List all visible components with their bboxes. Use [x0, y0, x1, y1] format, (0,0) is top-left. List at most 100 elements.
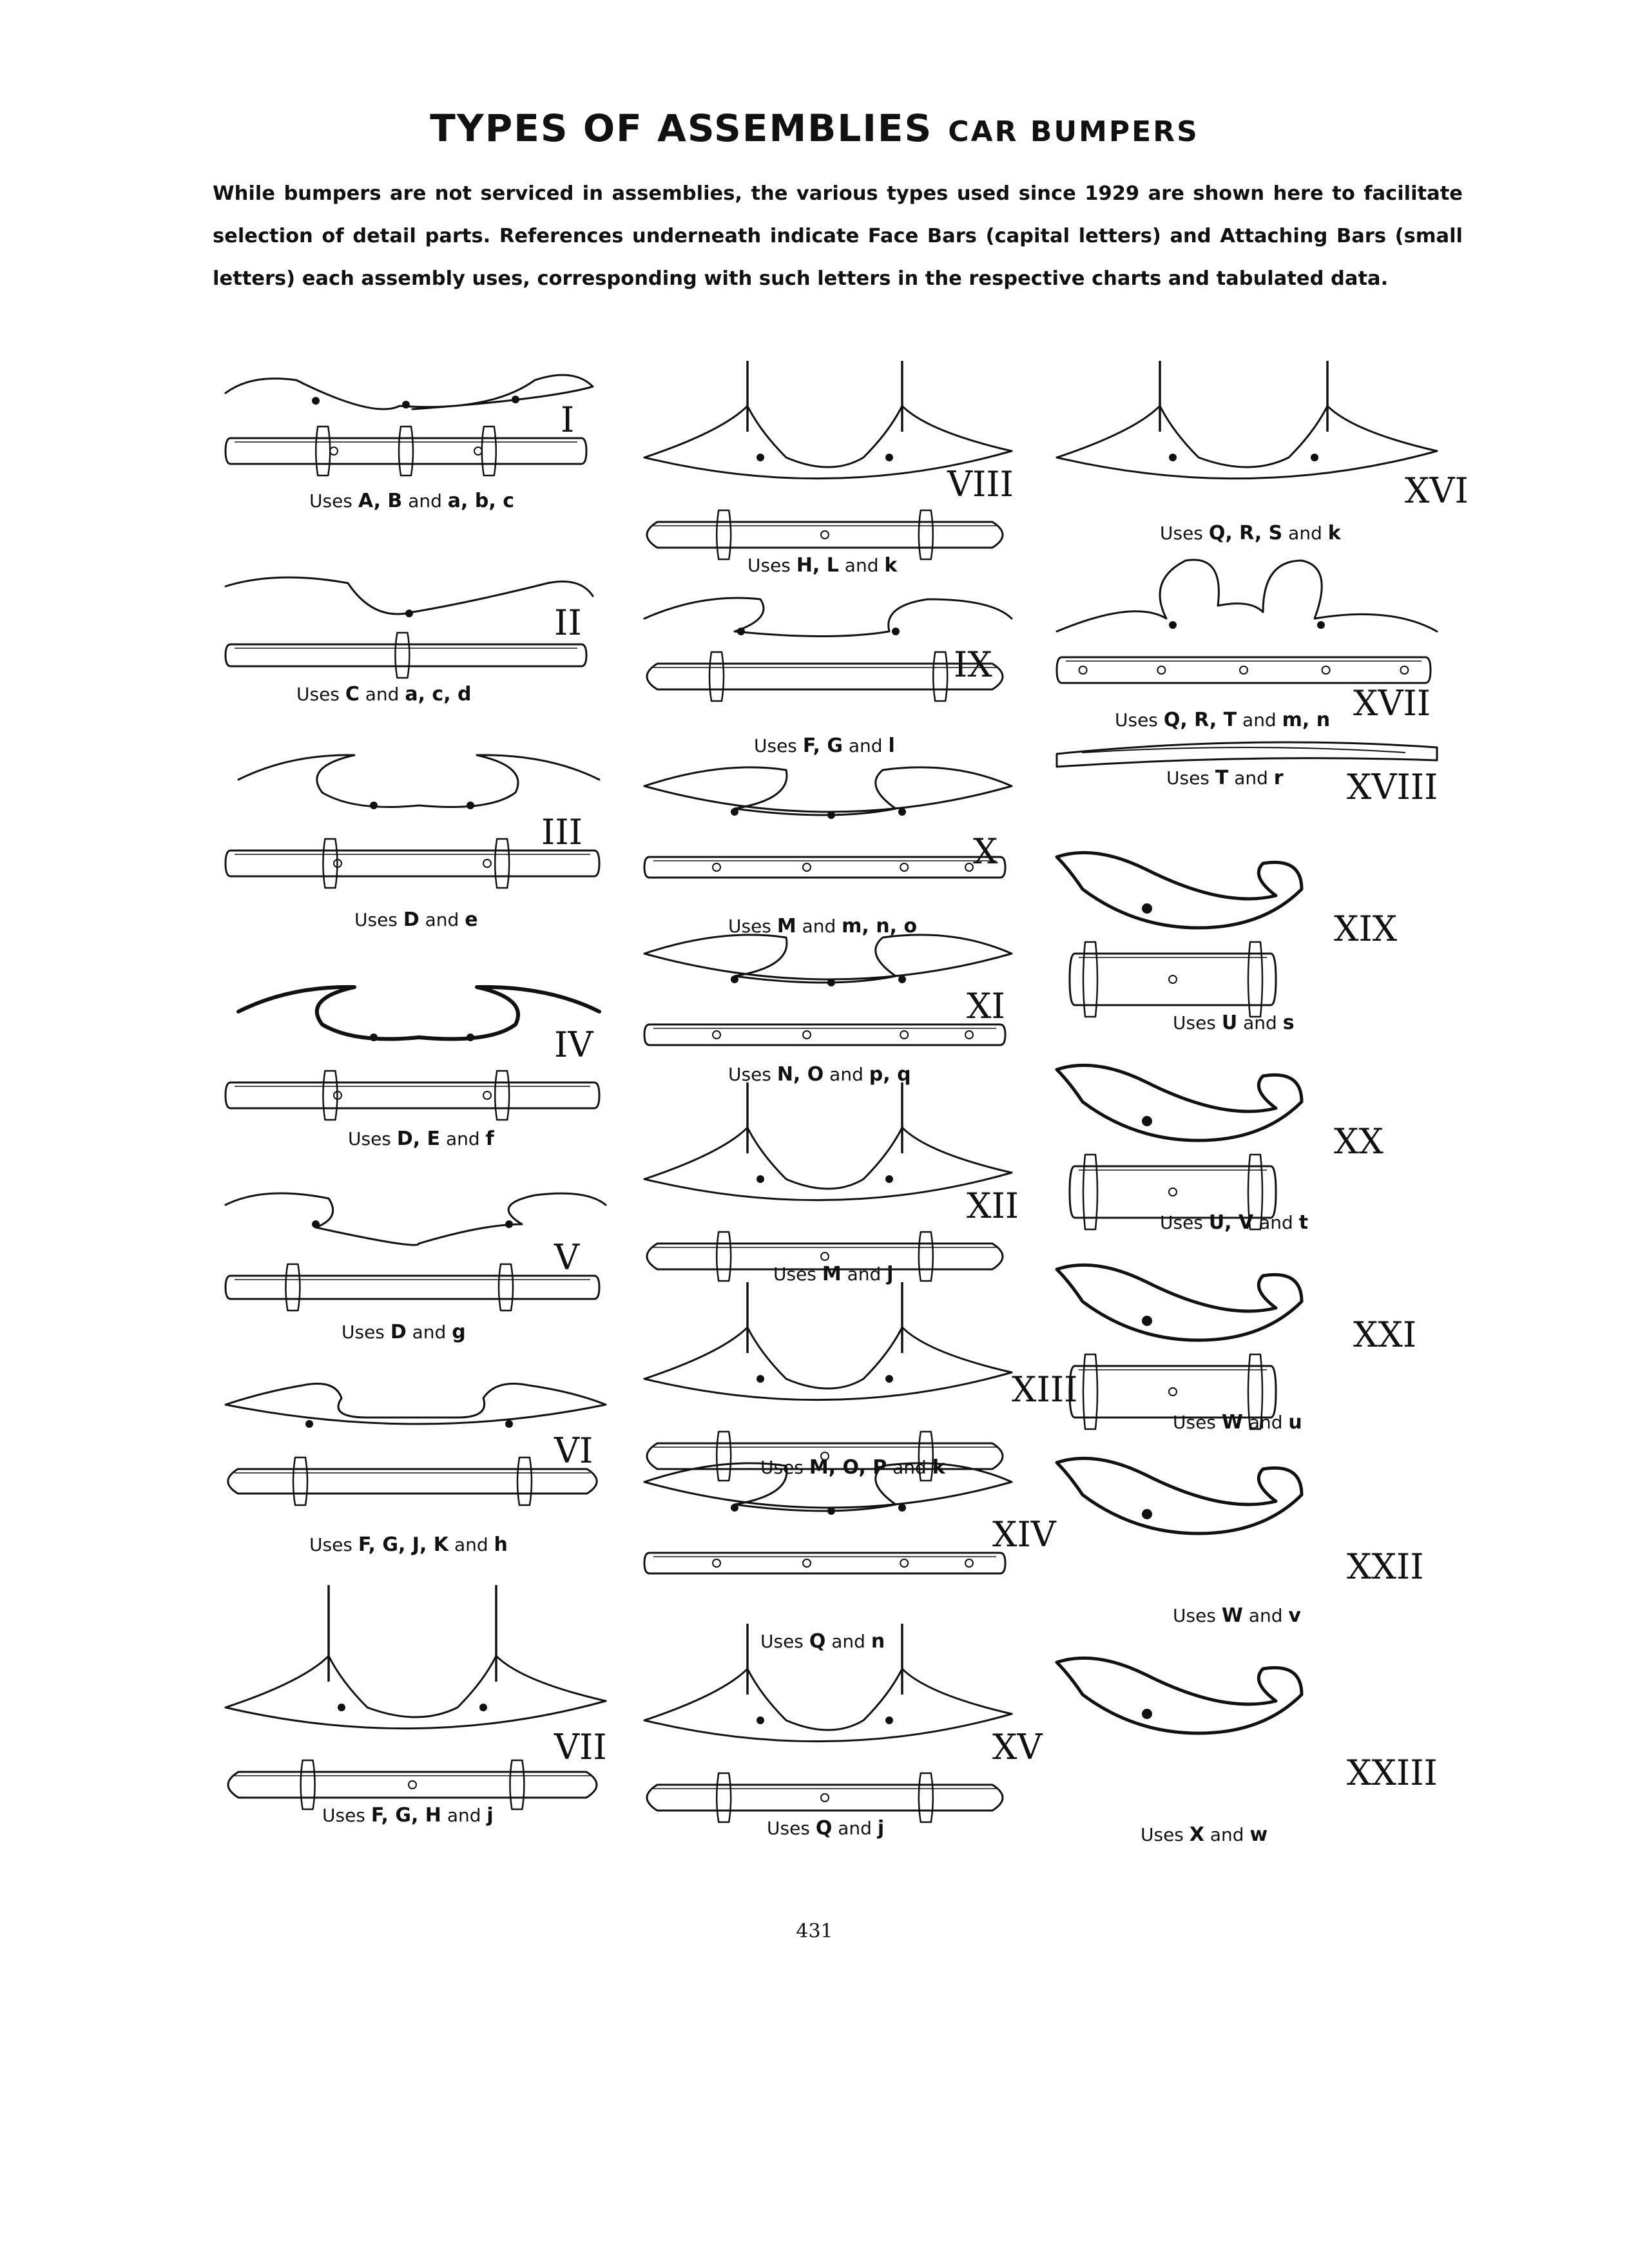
bumper-outline: [236, 985, 601, 1041]
assembly-caption: Uses Q, R, T and m, n: [1115, 709, 1330, 731]
assembly-caption: Uses H, L and k: [747, 554, 897, 577]
attaching-bar: [1068, 952, 1277, 1006]
bumper-drawing: [224, 374, 594, 477]
caption-face-bars: N, O: [776, 1063, 824, 1086]
attaching-bar: [224, 1081, 601, 1110]
assembly-caption: Uses M and m, n, o: [728, 915, 917, 937]
assembly-numeral: VI: [554, 1430, 593, 1471]
mount-point: [885, 1716, 893, 1724]
bumper-outline: [643, 1371, 1013, 1401]
bumper-outline: [1082, 747, 1405, 753]
caption-prefix: Uses: [296, 684, 340, 705]
caption-prefix: Uses: [767, 1818, 810, 1839]
mount-point: [1317, 621, 1325, 629]
bumper-outline: [1055, 1456, 1304, 1535]
caption-prefix: Uses: [1173, 1605, 1216, 1626]
caption-and: and: [847, 1264, 882, 1285]
bar-clamp: [715, 1430, 732, 1482]
assembly-numeral: XX: [1334, 1121, 1383, 1162]
caption-attaching-bars: n: [871, 1630, 885, 1653]
caption-prefix: Uses: [309, 1534, 352, 1555]
caption-and: and: [1234, 767, 1268, 789]
caption-and: and: [408, 490, 442, 512]
bumper-outline: [643, 450, 1013, 480]
attaching-bar: [1055, 656, 1432, 684]
bar-clamp: [1082, 941, 1099, 1018]
bumper-outline: [1055, 559, 1438, 633]
mount-point: [405, 610, 413, 617]
bumper-drawing: [224, 1383, 607, 1506]
bumper-outline: [643, 766, 1013, 816]
assembly-numeral: V: [554, 1237, 579, 1278]
bumper-drawing: [1055, 850, 1304, 1018]
attaching-bar: [224, 643, 588, 668]
caption-prefix: Uses: [1173, 1012, 1216, 1033]
mount-point: [305, 1420, 313, 1428]
caption-and: and: [831, 1631, 865, 1652]
caption-face-bars: M: [776, 915, 796, 937]
bolt-hole: [1168, 1387, 1177, 1396]
caption-prefix: Uses: [354, 909, 398, 930]
bar-clamp: [497, 1263, 514, 1312]
bumper-outline: [643, 934, 1013, 984]
mount-point: [512, 396, 519, 403]
caption-and: and: [848, 735, 883, 756]
caption-and: and: [447, 1805, 481, 1826]
caption-attaching-bars: k: [884, 554, 898, 577]
bolt-hole: [1157, 666, 1166, 675]
assembly-caption: Uses M and j: [773, 1263, 893, 1285]
assembly-caption: Uses F, G and l: [754, 735, 895, 757]
caption-face-bars: D, E: [396, 1128, 441, 1150]
bumper-drawing: [643, 1462, 1013, 1575]
mount-point: [737, 628, 745, 635]
assembly-caption: Uses X and w: [1141, 1823, 1268, 1846]
bolt-hole: [965, 1030, 974, 1039]
caption-prefix: Uses: [760, 1457, 804, 1478]
bolt-hole: [965, 863, 974, 872]
caption-attaching-bars: r: [1273, 767, 1284, 789]
assembly-numeral: XI: [967, 986, 1005, 1026]
mount-point: [885, 1175, 893, 1183]
caption-and: and: [1248, 1412, 1283, 1433]
bar-clamp: [715, 1231, 732, 1282]
assembly-numeral: IX: [954, 644, 992, 685]
bolt-hole: [483, 859, 492, 868]
caption-attaching-bars: a, b, c: [447, 490, 514, 512]
mount-point: [467, 1033, 474, 1041]
caption-and: and: [1259, 1212, 1293, 1233]
bar-clamp: [322, 838, 338, 889]
attaching-bar: [227, 1771, 598, 1799]
bumper-drawing: [224, 1192, 607, 1312]
assembly-ix: IX Uses F, G and l: [631, 580, 1031, 757]
assembly-caption: Uses N, O and p, q: [728, 1063, 911, 1086]
assembly-caption: Uses W and v: [1173, 1604, 1301, 1627]
caption-attaching-bars: h: [494, 1533, 508, 1556]
caption-attaching-bars: l: [888, 735, 895, 757]
mount-point: [731, 975, 738, 983]
assembly-xi: XI Uses N, O and p, q: [631, 928, 1031, 1086]
bumper-drawing: [643, 597, 1013, 702]
bumper-outline: [643, 405, 1013, 468]
caption-prefix: Uses: [1160, 1212, 1203, 1233]
mount-point: [898, 975, 906, 983]
bolt-hole: [1168, 1187, 1177, 1196]
mount-point: [1142, 1116, 1152, 1126]
caption-prefix: Uses: [348, 1128, 391, 1149]
bumper-drawing: [1055, 1063, 1304, 1231]
caption-attaching-bars: f: [485, 1128, 494, 1150]
attaching-bar: [646, 1242, 1004, 1271]
bolt-hole: [1400, 666, 1409, 675]
bumper-outline: [643, 1126, 1013, 1190]
bumper-outline: [224, 1383, 607, 1425]
caption-prefix: Uses: [1166, 767, 1210, 789]
assembly-numeral: IV: [554, 1024, 593, 1065]
bar-clamp: [322, 1070, 338, 1121]
